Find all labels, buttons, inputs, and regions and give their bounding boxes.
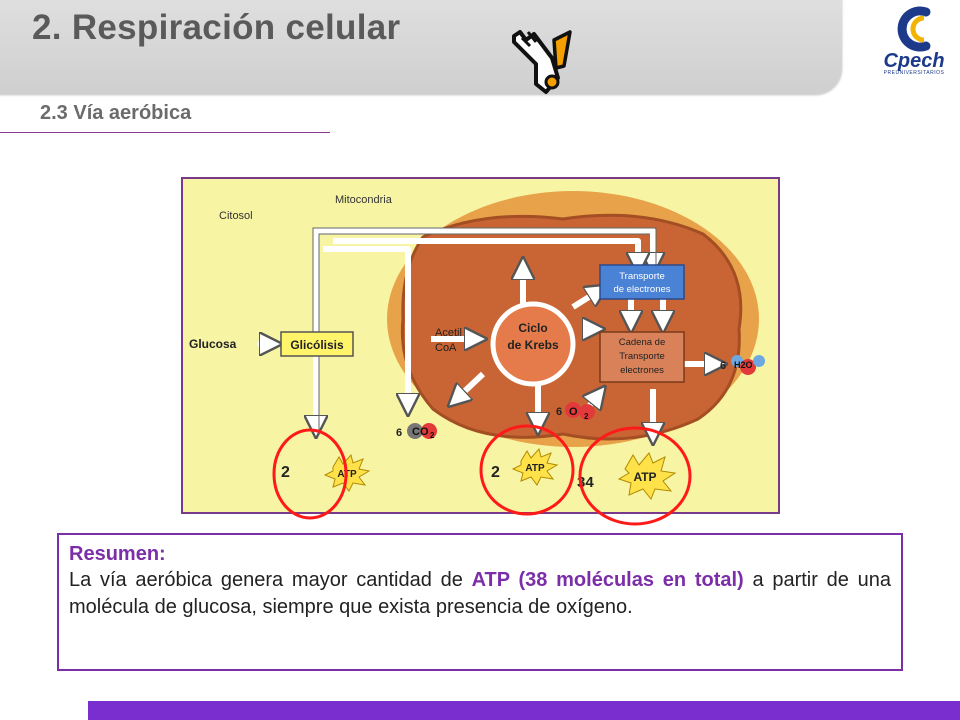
atp-label-3: ATP bbox=[633, 470, 656, 484]
logo-text: Cpech bbox=[883, 50, 945, 72]
h2o-molecule: 6 H2O bbox=[720, 355, 765, 375]
cadena-label-3: electrones bbox=[620, 365, 664, 376]
summary-box: Resumen: La vía aeróbica genera mayor ca… bbox=[57, 533, 903, 671]
atp-star-3: ATP bbox=[617, 452, 677, 500]
cadena-label-2: Transporte bbox=[619, 351, 665, 362]
diagram-canvas: Ciclo de Krebs Glicólisis Transporte de … bbox=[189, 191, 765, 500]
transporte-box bbox=[599, 264, 685, 300]
citosol-label: Citosol bbox=[219, 210, 253, 222]
co2-subscript: 2 bbox=[430, 431, 435, 440]
o2-molecule: 6 O 2 bbox=[556, 402, 595, 421]
atp-count-2: 2 bbox=[491, 464, 500, 481]
highlight-circle-1 bbox=[272, 428, 348, 520]
o2-subscript: 2 bbox=[584, 412, 589, 421]
krebs-label-1: Ciclo bbox=[518, 321, 547, 335]
krebs-cycle-circle bbox=[490, 301, 576, 387]
co2-label: CO bbox=[412, 426, 429, 438]
transporte-label-1: Transporte bbox=[619, 271, 665, 282]
cpech-logo: Cpech PREUNIVERSITARIOS bbox=[876, 6, 952, 80]
section-subtitle: 2.3 Vía aeróbica bbox=[40, 102, 192, 124]
page-title: 2. Respiración celular bbox=[32, 8, 401, 47]
krebs-label-2: de Krebs bbox=[507, 338, 559, 352]
pointing-hand-icon bbox=[512, 30, 572, 94]
glicolisis-label: Glicólisis bbox=[290, 338, 344, 352]
transporte-label-2: de electrones bbox=[613, 284, 670, 295]
cadena-box bbox=[599, 331, 685, 383]
mitocondria-label: Mitocondria bbox=[335, 194, 393, 206]
highlight-circle-3 bbox=[578, 426, 692, 526]
summary-text-part-1: La vía aeróbica genera mayor cantidad de bbox=[69, 569, 472, 591]
glicolisis-box bbox=[280, 331, 354, 357]
coa-label: CoA bbox=[435, 342, 457, 354]
summary-highlight: ATP (38 moléculas en total) bbox=[471, 569, 744, 591]
logo-subtext: PREUNIVERSITARIOS bbox=[883, 70, 945, 76]
arrow-outlines bbox=[312, 227, 657, 434]
co2-coefficient: 6 bbox=[396, 427, 402, 439]
acetil-label: Acetil bbox=[435, 327, 462, 339]
cadena-label-1: Cadena de bbox=[619, 337, 665, 348]
o2-coefficient: 6 bbox=[556, 406, 562, 418]
highlight-circle-2 bbox=[479, 424, 575, 516]
summary-text-part-2: a partir de una molécula de glucosa, sie… bbox=[69, 569, 892, 618]
glucosa-label: Glucosa bbox=[189, 337, 237, 351]
o2-label: O bbox=[569, 406, 578, 418]
cpech-logo-mark bbox=[897, 6, 931, 52]
footer-bar bbox=[88, 701, 960, 720]
atp-star-2: ATP bbox=[511, 447, 559, 486]
atp-count-1: 2 bbox=[281, 464, 290, 481]
title-bar bbox=[0, 0, 842, 94]
summary-text: La vía aeróbica genera mayor cantidad de… bbox=[69, 567, 891, 621]
subtitle-rule bbox=[0, 132, 330, 133]
summary-title: Resumen: bbox=[69, 543, 166, 565]
atp-label-2: ATP bbox=[525, 463, 545, 474]
h2o-label: H2O bbox=[734, 360, 753, 370]
co2-molecule: 6 CO 2 bbox=[396, 423, 437, 440]
cellular-respiration-diagram: Ciclo de Krebs Glicólisis Transporte de … bbox=[181, 177, 780, 514]
h2o-coefficient: 6 bbox=[720, 360, 726, 372]
